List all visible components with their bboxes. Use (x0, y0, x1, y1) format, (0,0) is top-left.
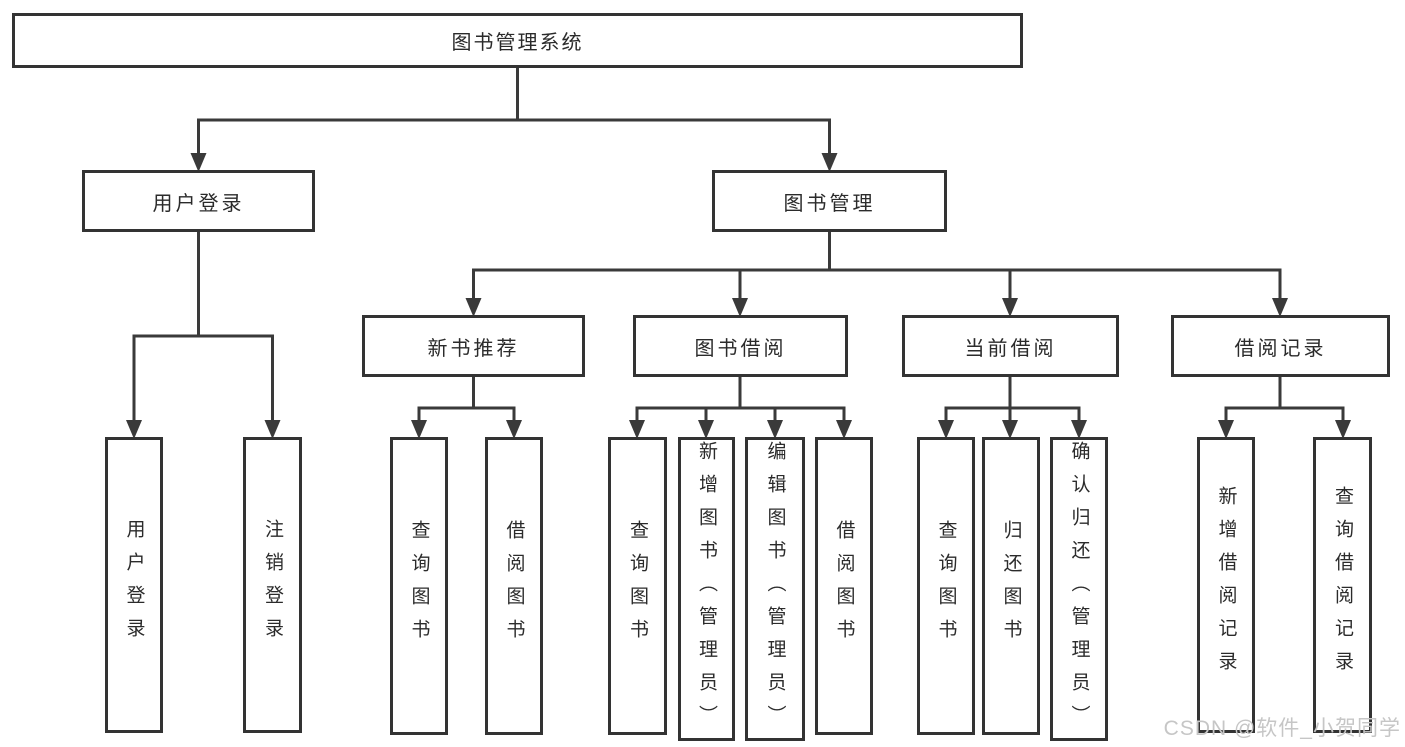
node-label: 图书借阅 (694, 337, 787, 360)
leaf-label: 查询图书 (408, 520, 430, 652)
leaf-label: 用户登录 (123, 519, 145, 651)
leaf-label: 新增借阅记录 (1215, 486, 1237, 684)
node-label: 新书推荐 (427, 337, 520, 360)
connector-current-borrow-to-leaves (938, 375, 1087, 439)
node-current-borrow: 当前借阅 (902, 315, 1119, 377)
leaf-label: 借阅图书 (833, 520, 855, 652)
csdn-watermark: CSDN @软件_小贺同学 (1163, 717, 1401, 740)
connector-records-to-leaves (1218, 375, 1351, 439)
connector-user-login-to-leaves (126, 230, 281, 439)
leaf-label: 借阅图书 (503, 520, 525, 652)
node-label: 借阅记录 (1234, 337, 1327, 360)
connector-book-mgmt-to-level3 (465, 230, 1288, 317)
leaf-newrec-borrow-books: 借阅图书 (485, 437, 543, 735)
connector-root-to-level2 (190, 66, 838, 172)
leaf-label: 查询图书 (935, 520, 957, 652)
node-label: 图书管理系统 (451, 32, 584, 54)
leaf-current-return-books: 归还图书 (982, 437, 1040, 735)
leaf-label: 新增图书（管理员） (696, 440, 717, 738)
connector-book-borrow-to-leaves (629, 375, 852, 439)
leaf-borrow-edit-book-admin: 编辑图书（管理员） (745, 437, 805, 741)
node-new-book-recommend: 新书推荐 (362, 315, 585, 377)
leaf-current-confirm-return-admin: 确认归还（管理员） (1050, 437, 1108, 741)
leaf-label: 归还图书 (1000, 520, 1022, 652)
connector-new-book-to-leaves (411, 375, 522, 439)
leaf-label: 注销登录 (262, 519, 283, 651)
node-user-login: 用户登录 (82, 170, 315, 232)
node-label: 当前借阅 (964, 337, 1057, 360)
leaf-logout: 注销登录 (243, 437, 302, 733)
node-label: 用户登录 (152, 192, 245, 215)
leaf-label: 查询图书 (627, 520, 648, 652)
leaf-records-query-record: 查询借阅记录 (1313, 437, 1372, 733)
node-borrow-records: 借阅记录 (1171, 315, 1390, 377)
node-book-borrow: 图书借阅 (633, 315, 848, 377)
leaf-current-query-books: 查询图书 (917, 437, 975, 735)
leaf-newrec-query-books: 查询图书 (390, 437, 448, 735)
leaf-user-login: 用户登录 (105, 437, 163, 733)
node-library-system: 图书管理系统 (12, 13, 1023, 68)
leaf-borrow-add-book-admin: 新增图书（管理员） (678, 437, 735, 741)
leaf-borrow-query-books: 查询图书 (608, 437, 667, 735)
node-book-management: 图书管理 (712, 170, 947, 232)
leaf-records-add-record: 新增借阅记录 (1197, 437, 1255, 733)
node-label: 图书管理 (783, 192, 876, 215)
leaf-label: 确认归还（管理员） (1068, 440, 1090, 738)
leaf-label: 查询借阅记录 (1332, 486, 1353, 684)
leaf-label: 编辑图书（管理员） (764, 440, 786, 738)
leaf-borrow-borrow-books: 借阅图书 (815, 437, 873, 735)
